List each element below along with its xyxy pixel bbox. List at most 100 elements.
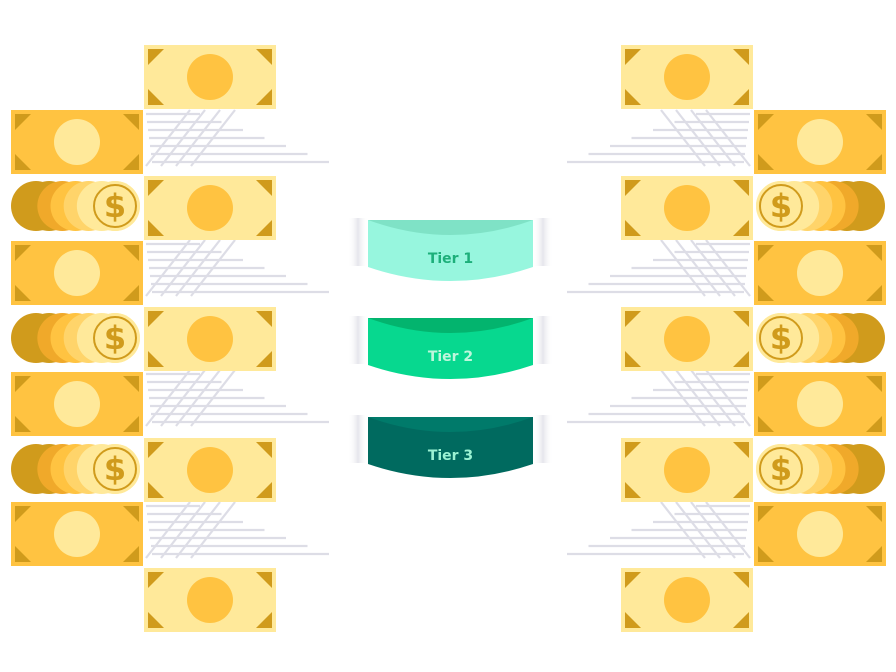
right-stripe-funnel-2 [567,239,751,297]
stripe-diagonal [145,501,191,559]
coins-layer: $$$$$$ [11,181,885,494]
bill-medallion [54,511,100,557]
stripe-diagonal [660,369,706,427]
right-bill-light-5 [621,568,753,632]
left-coin-stack-3: $ [11,444,140,494]
right-stripe-funnel-3 [567,369,751,427]
bill-corner [866,546,882,562]
bill-corner [733,220,749,236]
bill-corner [123,245,139,261]
left-stripe-funnel-4 [145,501,329,559]
stripe-diagonal [160,109,206,167]
bill-corner [123,114,139,130]
bill-corner [866,245,882,261]
bill-corner [758,245,774,261]
stripe-diagonal [190,501,236,559]
bill-corner [625,351,641,367]
bill-corner [758,546,774,562]
bill-medallion [54,381,100,427]
left-coin-stack-1: $ [11,181,140,231]
tier-right-shadow [533,415,553,463]
bill-corner [123,546,139,562]
bill-medallion [54,250,100,296]
left-stripe-funnel-1 [145,109,329,167]
left-stripe-funnel-3 [145,369,329,427]
bill-medallion [664,185,710,231]
bill-medallion [797,511,843,557]
bill-corner [123,376,139,392]
bill-corner [866,285,882,301]
right-coin-stack-2: $ [756,313,885,363]
stripe-diagonal [675,109,721,167]
bill-corner [733,311,749,327]
tier-fold [368,220,533,235]
bill-corner [256,220,272,236]
bill-corner [148,572,164,588]
left-bill-dark-2 [11,241,143,305]
stripe-diagonal [705,501,751,559]
right-coin-stack-3: $ [756,444,885,494]
bill-medallion [664,316,710,362]
bill-corner [256,351,272,367]
tier-2-banner: Tier 2 [348,316,553,379]
bill-corner [256,49,272,65]
stripe-diagonal [705,239,751,297]
bill-medallion [187,54,233,100]
coin-rim [93,184,137,228]
tier-3-label: Tier 3 [428,448,473,464]
bill-corner [123,416,139,432]
bill-corner [256,311,272,327]
coin-face [90,181,140,231]
coin-rim [93,447,137,491]
dollar-sign: $ [770,319,792,357]
bill-medallion [797,250,843,296]
bill-corner [15,416,31,432]
bill-corner [148,180,164,196]
stripe-diagonal [705,369,751,427]
stripe-diagonal [175,239,221,297]
bill-corner [625,89,641,105]
stripe-diagonal [190,369,236,427]
stripe-diagonal [175,109,221,167]
coin-face [756,181,806,231]
bill-corner [15,154,31,170]
bill-corner [256,482,272,498]
tier-left-shadow [348,218,368,266]
bill-corner [733,49,749,65]
bill-corner [758,285,774,301]
bill-medallion [797,119,843,165]
left-bill-dark-1 [11,110,143,174]
bill-corner [123,506,139,522]
bill-corner [866,376,882,392]
bill-corner [123,154,139,170]
bill-corner [866,506,882,522]
stripe-diagonal [660,239,706,297]
bill-corner [733,351,749,367]
bill-corner [148,442,164,458]
left-bill-light-4 [144,438,276,502]
left-stripe-funnel-2 [145,239,329,297]
right-stripe-funnel-4 [567,501,751,559]
bill-corner [15,114,31,130]
bill-corner [625,442,641,458]
bill-corner [256,442,272,458]
dollar-sign: $ [770,450,792,488]
bill-corner [148,220,164,236]
coin-rim [759,447,803,491]
bill-corner [148,49,164,65]
tier-fold [368,318,533,333]
bill-corner [148,482,164,498]
right-bill-light-1 [621,45,753,109]
bill-corner [625,572,641,588]
bill-corner [733,180,749,196]
bill-corner [758,416,774,432]
left-bill-light-3 [144,307,276,371]
bill-corner [148,351,164,367]
stripe-diagonal [675,369,721,427]
bill-medallion [187,577,233,623]
stripe-diagonal [690,501,736,559]
bill-medallion [187,447,233,493]
bill-corner [625,612,641,628]
right-bill-light-3 [621,307,753,371]
